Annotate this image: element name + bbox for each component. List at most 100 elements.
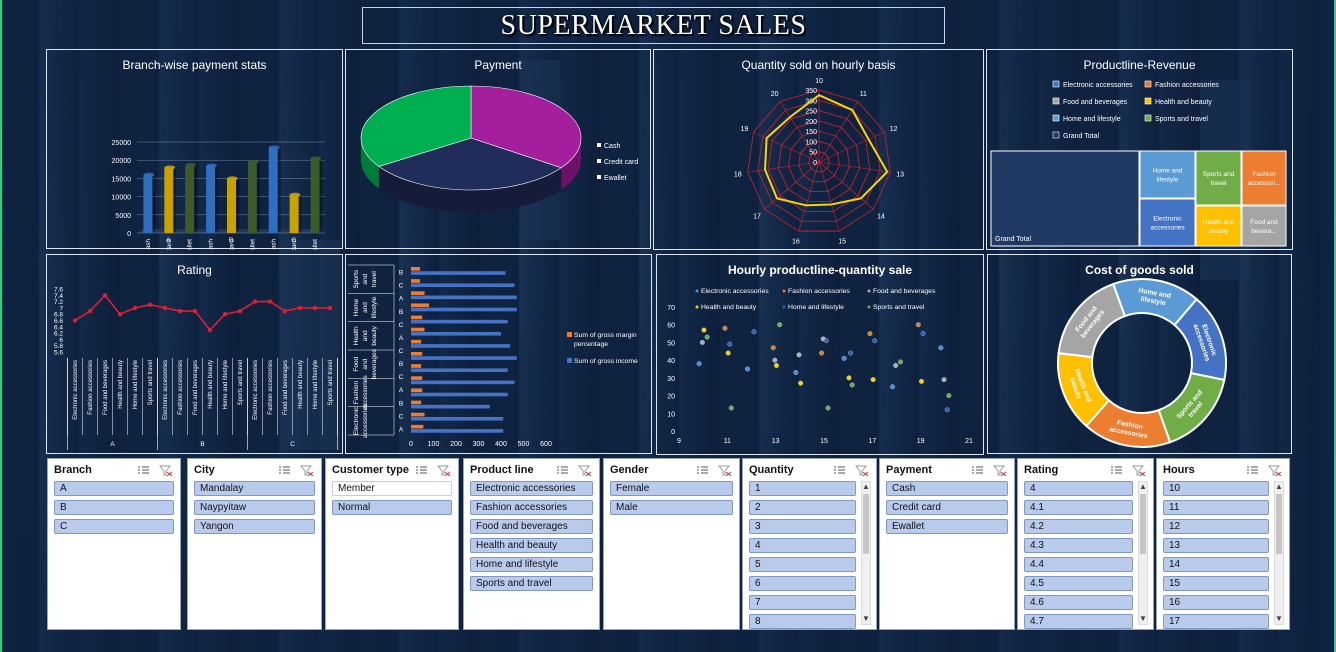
slicer-item[interactable]: 6 — [749, 576, 856, 591]
multi-select-icon[interactable] — [1111, 466, 1122, 474]
slicer-item[interactable]: 2 — [749, 500, 856, 515]
slicer-item[interactable]: 13 — [1163, 538, 1269, 553]
slicer-item[interactable]: 11 — [1163, 500, 1269, 515]
slicer-item[interactable]: Mandalay — [194, 481, 315, 496]
slicer-item[interactable]: Electronic accessories — [470, 481, 593, 496]
slicer-item[interactable]: 5 — [749, 557, 856, 572]
slicer-item[interactable]: Naypyitaw — [194, 500, 315, 515]
slicer-item[interactable]: Male — [610, 500, 733, 515]
scatter-point — [944, 407, 950, 413]
slicer-item[interactable]: Sports and travel — [470, 576, 593, 591]
slicer-item[interactable]: Credit card — [886, 500, 1008, 515]
multi-select-icon[interactable] — [557, 466, 568, 474]
clear-filter-icon[interactable] — [854, 465, 869, 477]
slicer-item[interactable]: C — [54, 519, 174, 534]
radar-axis-label: 12 — [890, 126, 898, 133]
scatter-point — [727, 341, 733, 347]
slicer-item[interactable]: 8 — [749, 614, 856, 629]
legend-marker — [1052, 131, 1060, 139]
slicer-item[interactable]: Female — [610, 481, 733, 496]
slicer-item[interactable]: B — [54, 500, 174, 515]
clear-filter-icon[interactable] — [1131, 465, 1146, 477]
multi-select-icon[interactable] — [697, 466, 708, 474]
multi-select-icon[interactable] — [279, 466, 290, 474]
slicer-item[interactable]: 14 — [1163, 557, 1269, 572]
slicer-scrollbar[interactable]: ▲▼ — [1274, 481, 1284, 625]
slicer-item[interactable]: 1 — [749, 481, 856, 496]
slicer-item[interactable]: 7 — [749, 595, 856, 610]
scroll-thumb[interactable] — [1140, 494, 1146, 554]
multi-select-icon[interactable] — [972, 466, 983, 474]
scroll-up-arrow[interactable]: ▲ — [1139, 482, 1147, 491]
scroll-down-arrow[interactable]: ▼ — [862, 614, 870, 623]
slicer-item[interactable]: Home and lifestyle — [470, 557, 593, 572]
slicer-item[interactable]: 4.2 — [1024, 519, 1133, 534]
slicer-item[interactable]: 4.3 — [1024, 538, 1133, 553]
slicer-item[interactable]: 3 — [749, 519, 856, 534]
slicer-item[interactable]: Cash — [886, 481, 1008, 496]
legend-marker — [597, 143, 601, 147]
slicer-item[interactable]: A — [54, 481, 174, 496]
slicer-item[interactable]: 4.4 — [1024, 557, 1133, 572]
slicer-item[interactable]: 4 — [1024, 481, 1133, 496]
clear-filter-icon[interactable] — [158, 465, 173, 477]
scroll-thumb[interactable] — [863, 494, 869, 554]
slicer-item[interactable]: Ewallet — [886, 519, 1008, 534]
multi-select-icon[interactable] — [138, 466, 149, 474]
legend-marker — [597, 175, 601, 179]
legend-marker — [1144, 114, 1152, 122]
scroll-thumb[interactable] — [1276, 494, 1282, 554]
clear-filter-icon[interactable] — [1267, 465, 1282, 477]
multi-select-icon[interactable] — [416, 466, 427, 474]
slicer-item[interactable]: Food and beverages — [470, 519, 593, 534]
scroll-up-arrow[interactable]: ▲ — [1275, 482, 1283, 491]
clear-filter-icon[interactable] — [436, 465, 451, 477]
slicer-scrollbar[interactable]: ▲▼ — [1138, 481, 1148, 625]
slicer-item[interactable]: 4 — [749, 538, 856, 553]
slicer-items: 1 2 3 4 5 6 7 8 — [749, 481, 856, 633]
clear-filter-icon[interactable] — [992, 465, 1007, 477]
slicer-item[interactable]: 10 — [1163, 481, 1269, 496]
slicer-item[interactable]: 12 — [1163, 519, 1269, 534]
clear-filter-icon[interactable] — [717, 465, 732, 477]
slicer-item[interactable]: Yangon — [194, 519, 315, 534]
slicer-header-icons — [555, 463, 593, 477]
clear-filter-icon[interactable] — [299, 465, 314, 477]
scroll-down-arrow[interactable]: ▼ — [1139, 614, 1147, 623]
hbar — [411, 380, 515, 385]
productline-revenue-panel[interactable]: Productline-Revenue Electronic accessori… — [986, 49, 1293, 250]
slicer-item[interactable]: 4.5 — [1024, 576, 1133, 591]
clear-filter-icon[interactable] — [577, 465, 592, 477]
slicer-item[interactable]: Health and beauty — [470, 538, 593, 553]
slicer-scrollbar[interactable]: ▲▼ — [861, 481, 871, 625]
slicer-item[interactable]: Normal — [332, 500, 452, 515]
slicer-item[interactable]: Member — [332, 481, 452, 496]
slicer-item[interactable]: Fashion accessories — [470, 500, 593, 515]
slicer-item[interactable]: 15 — [1163, 576, 1269, 591]
slicer-item[interactable]: 17 — [1163, 614, 1269, 629]
scroll-down-arrow[interactable]: ▼ — [1275, 614, 1283, 623]
slicer-item[interactable]: 4.7 — [1024, 614, 1133, 629]
slicer-item[interactable]: 16 — [1163, 595, 1269, 610]
multi-select-icon[interactable] — [1247, 466, 1258, 474]
slicer-item[interactable]: 4.6 — [1024, 595, 1133, 610]
slicer-item[interactable]: 4.1 — [1024, 500, 1133, 515]
multi-select-icon[interactable] — [834, 466, 845, 474]
scroll-up-arrow[interactable]: ▲ — [862, 482, 870, 491]
